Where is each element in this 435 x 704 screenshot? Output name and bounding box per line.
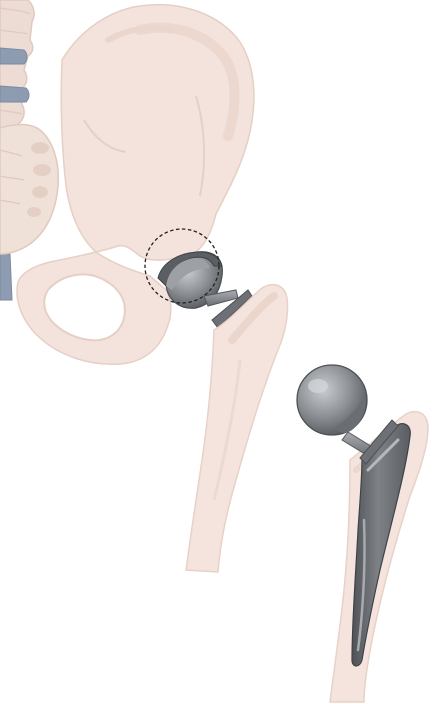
lumbar-spine-vertebrae (0, 0, 34, 130)
standalone-prosthetic-ball-head (297, 365, 367, 435)
femur-shaft-implanted (186, 285, 288, 572)
sacrum (0, 125, 58, 255)
